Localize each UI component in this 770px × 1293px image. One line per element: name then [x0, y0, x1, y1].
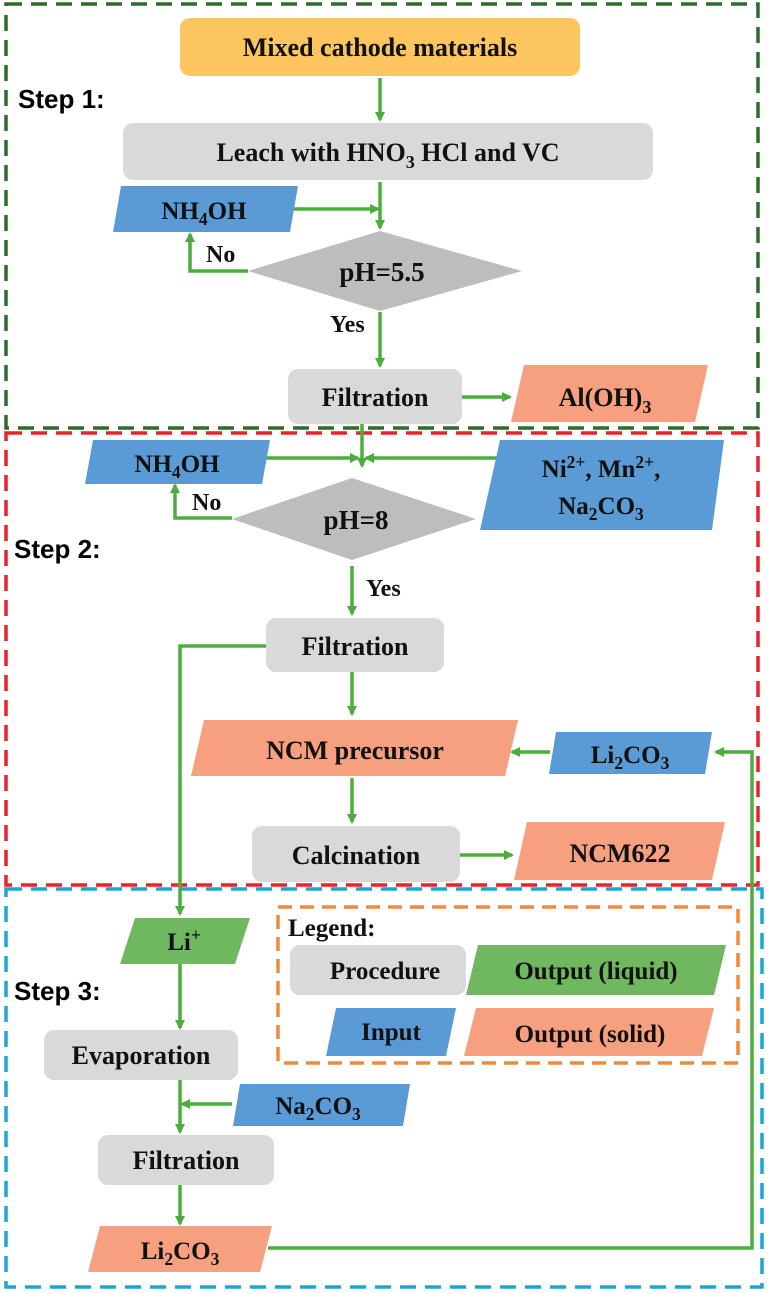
legend-procedure-swatch [290, 945, 466, 995]
ncm622-output-label: NCM622 [569, 839, 670, 868]
legend-output-liquid-swatch [466, 945, 726, 995]
li-plus-output-label: Li+ [167, 925, 201, 956]
no-label-2: No [192, 490, 221, 516]
na2co3-input-label: Na2CO3 [275, 1093, 361, 1124]
legend-input-label: Input [361, 1019, 421, 1046]
ph55-decision [248, 231, 522, 311]
ncm-precursor-output-label: NCM precursor [266, 736, 444, 765]
filtration-node-2-label: Filtration [302, 632, 409, 661]
step2-frame [4, 431, 760, 887]
ph8-decision [232, 478, 476, 560]
step1-frame [4, 2, 760, 430]
ncm-precursor-output [191, 720, 518, 776]
ncm622-output [514, 822, 725, 880]
step3-frame [4, 887, 764, 1289]
calcination-node-label: Calcination [292, 841, 421, 870]
legend-frame [276, 905, 740, 1065]
li-plus-output [120, 918, 250, 964]
nh4oh-input-1-label: NH4OH [161, 198, 247, 229]
connectors [170, 78, 754, 1250]
leach-node-label: Leach with HNO3 HCl and VC [216, 138, 559, 172]
li2co3-input [549, 732, 712, 774]
ph55-decision-label: pH=5.5 [339, 257, 424, 287]
step3-label: Step 3: [14, 976, 101, 1006]
start-node [180, 18, 580, 76]
step2-label: Step 2: [14, 534, 101, 564]
evaporation-node-label: Evaporation [72, 1041, 211, 1070]
start-node-label: Mixed cathode materials [243, 33, 517, 62]
legend-procedure-label: Procedure [330, 958, 440, 985]
ni-mn-input-label-line2: Na2CO3 [558, 493, 644, 524]
li2co3-output [88, 1226, 272, 1272]
filtration-node-3 [98, 1135, 274, 1185]
aloh3-output [511, 365, 708, 422]
nh4oh-input-2 [85, 440, 270, 484]
legend-output-liquid-label: Output (liquid) [514, 958, 677, 985]
filtration-node-3-label: Filtration [133, 1146, 240, 1175]
li2co3-input-label: Li2CO3 [591, 742, 670, 773]
legend-output-solid-swatch [464, 1008, 714, 1056]
li2co3-output-label: Li2CO3 [141, 1238, 220, 1269]
yes-label-2: Yes [366, 576, 401, 602]
aloh3-output-label: Al(OH)3 [559, 383, 652, 417]
no-label-1: No [206, 242, 235, 268]
na2co3-input [233, 1084, 410, 1126]
nh4oh-input-2-label: NH4OH [134, 451, 220, 482]
filtration-node-1 [288, 369, 462, 424]
ni-mn-na2co3-input [480, 440, 724, 530]
legend-output-solid-label: Output (solid) [515, 1021, 666, 1048]
ph8-decision-label: pH=8 [324, 505, 389, 535]
yes-label-1: Yes [330, 312, 365, 338]
calcination-node [252, 826, 460, 882]
nh4oh-input-1 [113, 186, 298, 232]
legend-input-swatch [326, 1008, 456, 1056]
legend-title: Legend: [288, 915, 376, 942]
step1-label: Step 1: [18, 84, 105, 114]
ni-mn-input-label-line1: Ni2+, Mn2+, [542, 452, 661, 483]
leach-node [123, 123, 653, 180]
evaporation-node [44, 1030, 238, 1080]
filtration-node-1-label: Filtration [322, 383, 429, 412]
filtration-node-2 [266, 618, 444, 672]
